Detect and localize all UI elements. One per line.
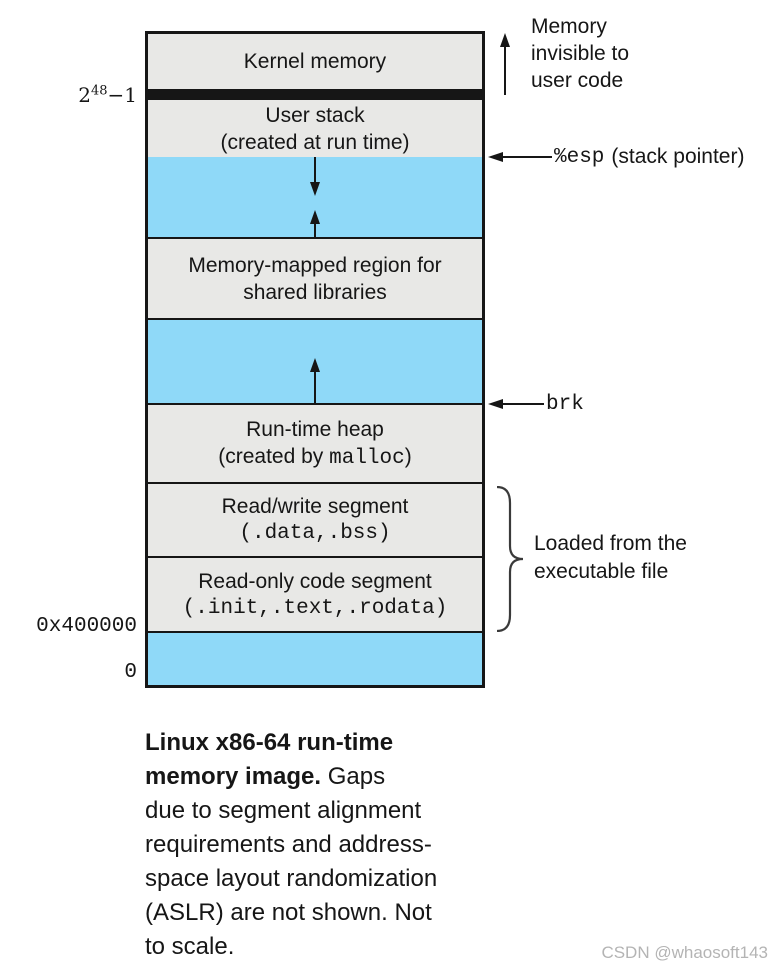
segment-heap: Run-time heap (created by malloc) — [148, 405, 482, 482]
segment-divider — [148, 318, 482, 320]
mmap-grow-up-arrow — [310, 210, 320, 237]
stack-grow-down-arrow — [310, 157, 320, 196]
segment-read-write-label: Read/write segment — [221, 495, 409, 518]
malloc-code: malloc — [329, 446, 405, 470]
caption-line: (ASLR) are not shown. Not — [145, 899, 432, 926]
address-label-code-start: 0x400000 — [36, 615, 137, 638]
segment-kernel-label: Kernel memory — [243, 50, 387, 73]
memory-diagram: Kernel memory User stack (created at run… — [145, 31, 485, 688]
memory-invisible-up-arrow — [500, 33, 510, 95]
segment-memory-mapped-sublabel: shared libraries — [243, 280, 387, 304]
gap-heap-growth — [148, 320, 482, 403]
address-label-top: 248−1 — [78, 83, 137, 107]
esp-description: (stack pointer) — [611, 145, 745, 168]
segment-divider — [148, 631, 482, 633]
segment-divider — [148, 482, 482, 484]
caption-line: space layout randomization — [145, 865, 438, 892]
caption-line: to scale. — [145, 933, 235, 960]
esp-register-label: %esp — [554, 145, 605, 169]
loaded-from-note: Loaded from the executable file — [534, 532, 687, 583]
caption-line: memory image. Gaps — [145, 763, 386, 790]
caption-line: Linux x86-64 run-time — [145, 729, 394, 756]
segment-heap-label: Run-time heap — [246, 417, 384, 441]
esp-left-arrow — [488, 152, 552, 162]
segment-divider — [148, 237, 482, 239]
segment-heap-sublabel: (created by malloc) — [218, 444, 412, 470]
segment-user-stack-label: User stack — [265, 103, 365, 127]
segment-read-only: Read-only code segment (.init,.text,.rod… — [148, 558, 482, 631]
segment-divider — [148, 556, 482, 558]
heap-grow-up-arrow — [310, 358, 320, 403]
segment-memory-mapped: Memory-mapped region for shared librarie… — [148, 239, 482, 318]
memory-invisible-note: Memory invisible to user code — [531, 15, 630, 92]
gap-unmapped-bottom — [148, 633, 482, 685]
segment-user-stack: User stack (created at run time) — [148, 100, 482, 157]
segment-read-only-sections: (.init,.text,.rodata) — [182, 596, 448, 620]
address-max-divider — [148, 89, 482, 100]
brk-annotation: brk — [488, 392, 584, 416]
segment-read-write: Read/write segment (.data,.bss) — [148, 484, 482, 556]
segment-memory-mapped-label: Memory-mapped region for — [188, 253, 442, 277]
brk-left-arrow — [488, 399, 544, 409]
address-exponent: 48 — [90, 83, 108, 99]
caption-line: requirements and address- — [145, 831, 432, 858]
stack-pointer-annotation: %esp (stack pointer) — [488, 145, 745, 169]
brk-pointer-label: brk — [546, 392, 584, 416]
caption-line: due to segment alignment — [145, 797, 422, 824]
figure-caption: Linux x86-64 run-time memory image. Gaps… — [145, 726, 490, 964]
segment-divider — [148, 403, 482, 405]
segment-read-only-label: Read-only code segment — [198, 569, 432, 593]
segment-kernel-memory: Kernel memory — [148, 34, 482, 89]
segment-user-stack-sublabel: (created at run time) — [220, 130, 410, 154]
segment-read-write-sections: (.data,.bss) — [239, 522, 391, 545]
address-label-zero: 0 — [124, 661, 137, 684]
csdn-watermark: CSDN @whaosoft143 — [601, 943, 768, 962]
gap-stack-growth — [148, 157, 482, 237]
loaded-from-brace — [496, 486, 524, 632]
